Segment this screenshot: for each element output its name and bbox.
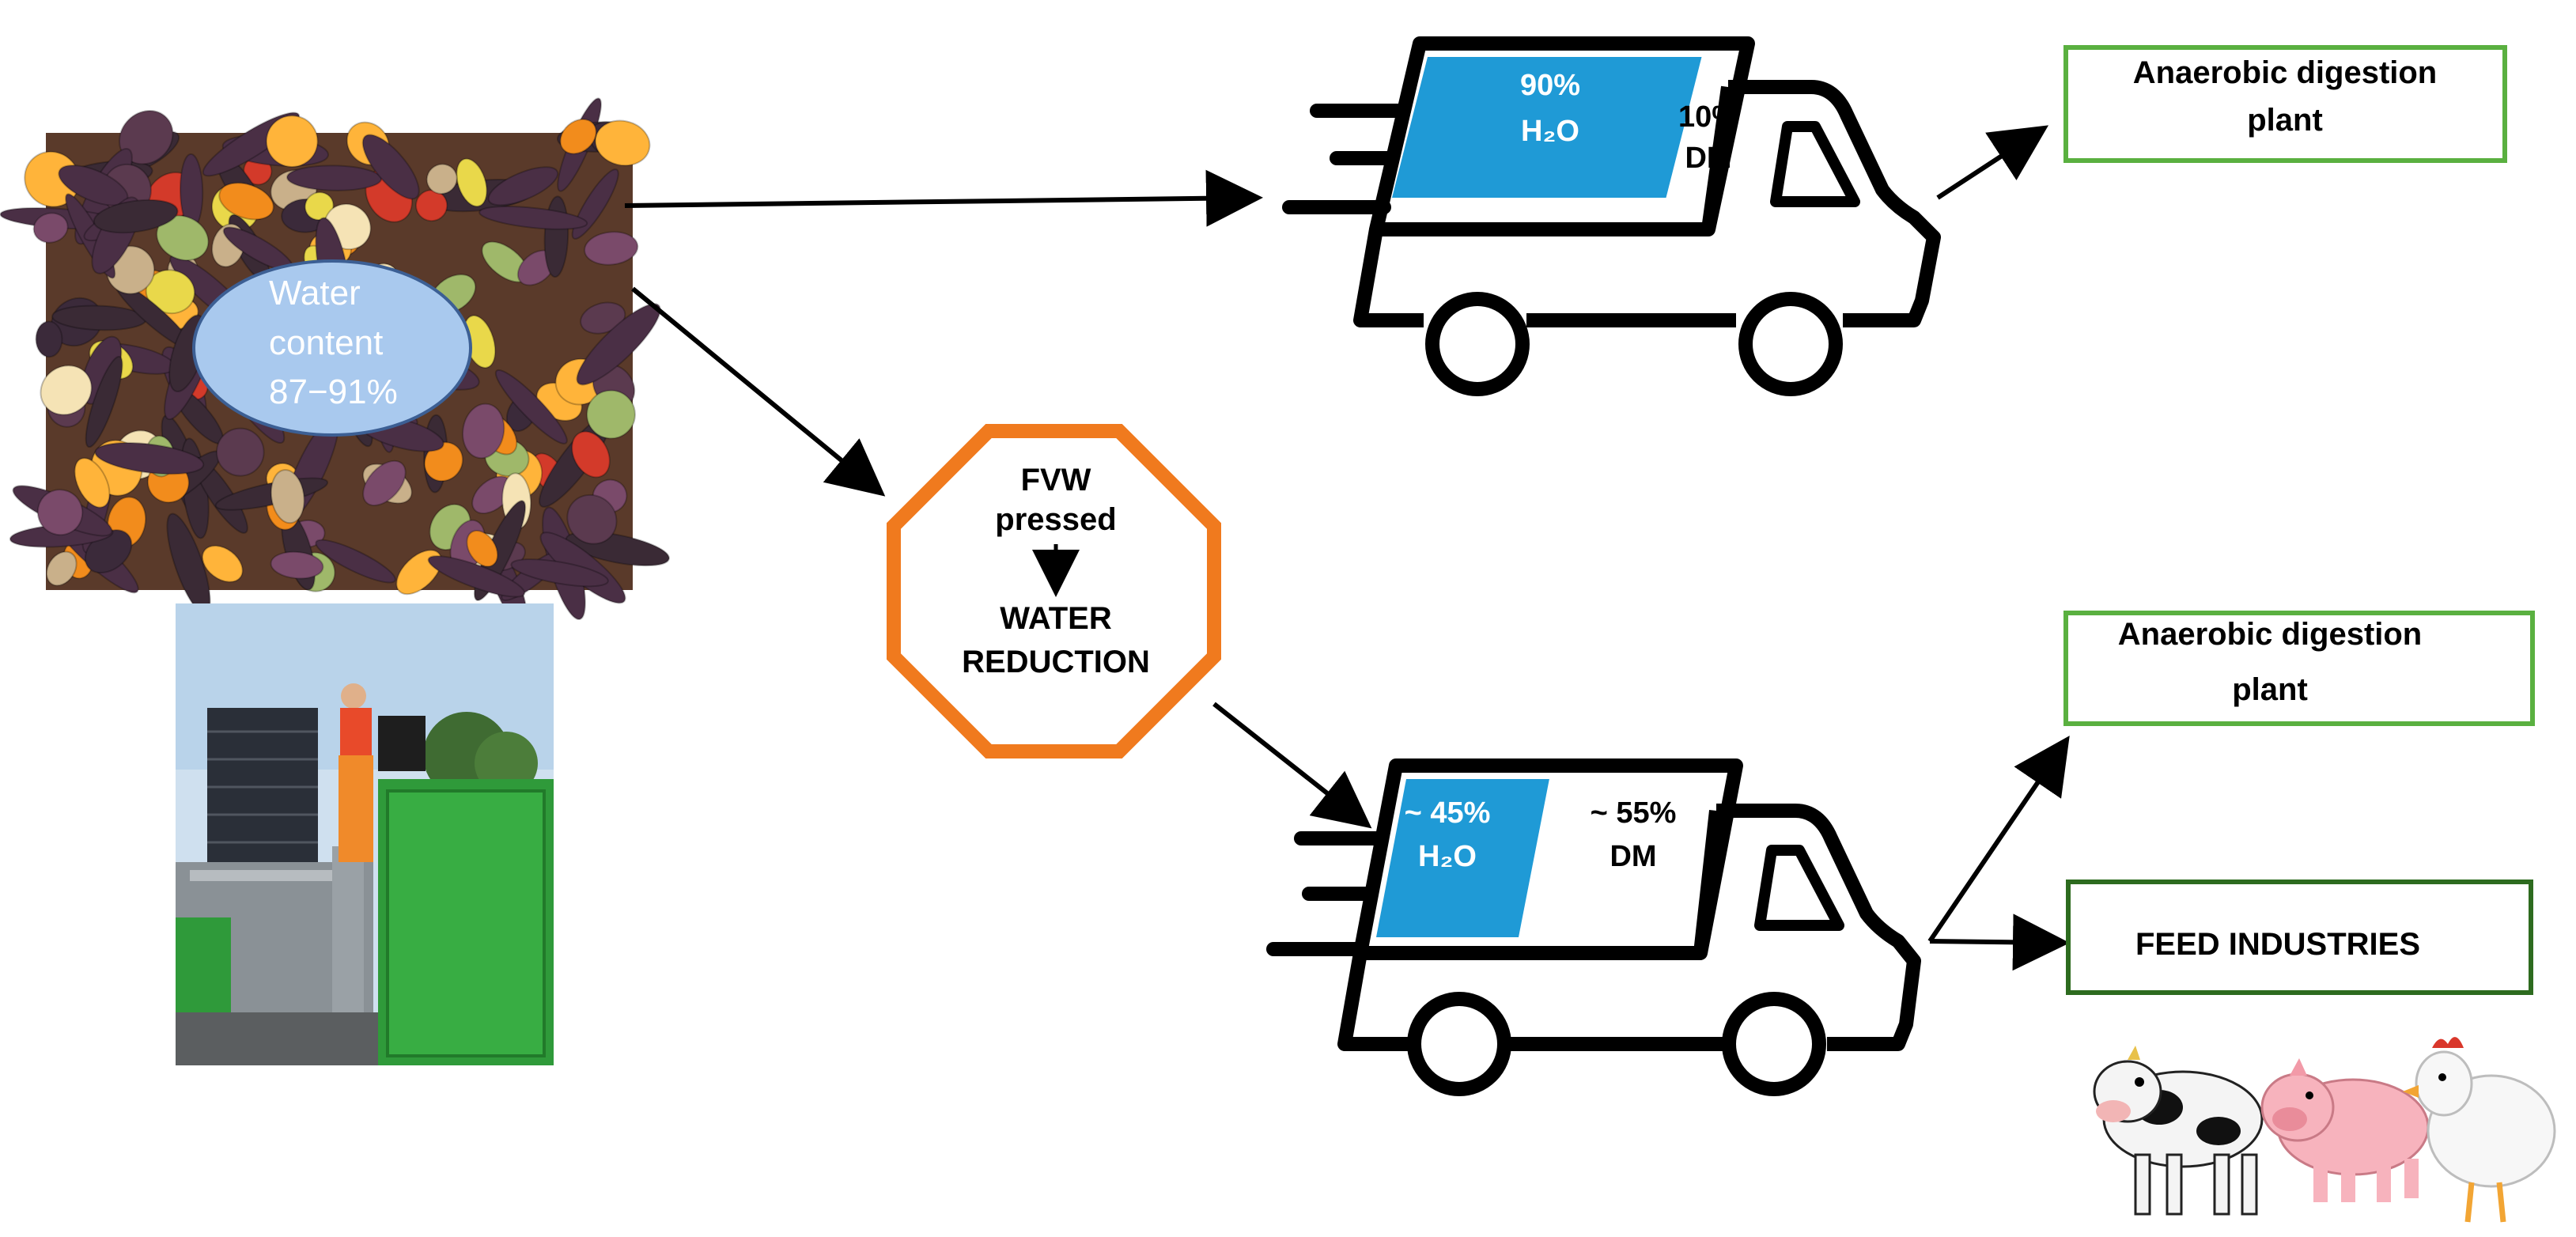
produce-item: [93, 199, 179, 234]
produce-item: [566, 494, 618, 545]
top-truck-dm-pct: 10%: [1678, 100, 1738, 134]
produce-item: [510, 558, 609, 588]
produce-item: [40, 365, 93, 416]
water-content-line1: Water: [269, 274, 361, 312]
bottom-truck-water-pct: ~ 45%: [1405, 796, 1491, 830]
produce-item: [156, 214, 210, 262]
bottom-truck-dm-label: DM: [1610, 840, 1656, 873]
produce-item: [456, 157, 488, 207]
produce-item: [466, 530, 498, 568]
top-truck-water-pct: 90%: [1520, 69, 1580, 102]
bottom-truck-water-label: H₂O: [1418, 840, 1477, 873]
produce-item: [559, 118, 597, 155]
produce-item: [594, 119, 651, 167]
dest-top-line1: Anaerobic digestion: [2133, 55, 2438, 90]
produce-item: [361, 134, 420, 200]
dest-top-line2: plant: [2247, 103, 2323, 138]
produce-item: [571, 430, 611, 479]
water-content-line3: 87−91%: [269, 373, 398, 411]
press-process-octagon: FVW pressed WATER REDUCTION: [887, 424, 1221, 758]
produce-item: [201, 545, 244, 583]
arrow-top-truck-to-plant: [1936, 125, 2049, 200]
produce-item: [286, 165, 383, 191]
truck-bottom: ~ 45% H₂O ~ 55% DM: [1266, 758, 1921, 1096]
dest-anaerobic-top: Anaerobic digestion plant: [2063, 45, 2507, 163]
truck-top: 90% H₂O 10% DM: [1282, 36, 1941, 396]
dest-anaerobic-bottom: Anaerobic digestion plant: [2063, 611, 2535, 726]
produce-item: [427, 555, 526, 598]
produce-item: [32, 212, 69, 244]
produce-item: [36, 489, 84, 536]
produce-item: [215, 427, 265, 477]
process-line4: REDUCTION: [962, 645, 1150, 679]
produce-item: [218, 182, 274, 221]
fruit-vegetable-waste-photo: Water content 87−91%: [0, 97, 670, 628]
worker-press-photo: [176, 603, 554, 1065]
process-line3: WATER: [1000, 601, 1112, 636]
produce-item: [362, 460, 407, 506]
top-truck-water-fill: [1392, 57, 1702, 198]
produce-item: [94, 441, 205, 475]
produce-item: [270, 469, 305, 524]
produce-item: [462, 403, 505, 460]
produce-item: [586, 389, 636, 440]
produce-item: [46, 550, 78, 587]
arrow-to-top-truck: [624, 169, 1263, 227]
dest-feed-label: FEED INDUSTRIES: [2135, 927, 2420, 962]
produce-item: [479, 206, 588, 230]
process-line2: pressed: [995, 502, 1116, 537]
water-content-ellipse: [192, 259, 472, 437]
arrow-to-press: [631, 286, 886, 497]
produce-item: [584, 231, 639, 266]
produce-item: [426, 163, 458, 195]
produce-item: [35, 320, 63, 358]
produce-item: [580, 301, 626, 335]
produce-item: [85, 355, 123, 448]
process-line1: FVW: [1021, 463, 1091, 497]
pig-icon: [2260, 1058, 2430, 1202]
produce-item: [487, 166, 559, 206]
arrow-press-to-bottom-truck: [1212, 702, 1372, 829]
bottom-truck-water-fill: [1376, 779, 1549, 937]
top-truck-water-label: H₂O: [1521, 115, 1579, 148]
produce-item: [270, 550, 324, 580]
chicken-icon: [2403, 1037, 2556, 1223]
cow-icon: [2093, 1046, 2264, 1216]
water-content-line2: content: [269, 323, 383, 362]
produce-item: [74, 457, 111, 509]
arrow-bottom-truck-to-feed: [1929, 914, 2070, 971]
bottom-truck-dm-pct: ~ 55%: [1591, 796, 1677, 830]
dest-mid-line1: Anaerobic digestion: [2118, 617, 2423, 652]
top-truck-dm-label: DM: [1685, 142, 1731, 175]
dest-feed-industries: FEED INDUSTRIES: [2066, 880, 2533, 995]
dest-mid-line2: plant: [2232, 672, 2308, 707]
produce-item: [315, 539, 396, 584]
produce-item: [494, 369, 568, 444]
produce-item: [576, 303, 661, 386]
arrow-bottom-truck-to-plant: [1927, 736, 2070, 943]
produce-item: [265, 115, 319, 168]
